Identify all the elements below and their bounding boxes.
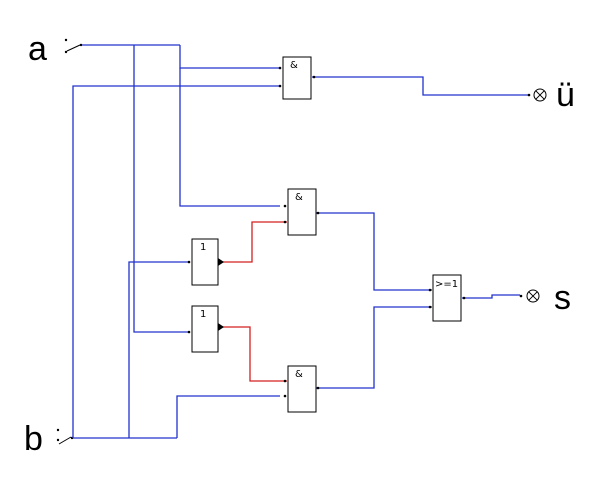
output-s-label: s bbox=[554, 279, 571, 317]
svg-text:>=1: >=1 bbox=[435, 279, 458, 290]
svg-text:&: & bbox=[295, 369, 303, 380]
wires-inverted bbox=[220, 221, 287, 382]
input-b-label: b bbox=[24, 420, 43, 458]
or-gate: >=1 bbox=[428, 274, 466, 322]
svg-text:1: 1 bbox=[200, 309, 206, 320]
wires-input-a bbox=[82, 44, 280, 333]
svg-text:&: & bbox=[295, 192, 303, 203]
svg-text:&: & bbox=[290, 60, 298, 71]
and-gate-bottom: & bbox=[283, 365, 320, 413]
not-gate-lower: 1 bbox=[187, 305, 224, 353]
switch-b[interactable] bbox=[56, 428, 74, 445]
output-lamp-s bbox=[519, 289, 540, 303]
and-gate-middle: & bbox=[283, 188, 320, 236]
wires-outputs bbox=[312, 76, 530, 389]
and-gate-top: & bbox=[278, 56, 316, 100]
output-u-label: ü bbox=[556, 76, 575, 114]
output-lamp-u bbox=[527, 88, 547, 102]
svg-text:1: 1 bbox=[200, 242, 206, 253]
wires-input-b bbox=[72, 85, 280, 439]
not-gate-upper: 1 bbox=[187, 238, 224, 286]
input-a-label: a bbox=[28, 30, 47, 68]
switch-a[interactable] bbox=[64, 38, 83, 54]
